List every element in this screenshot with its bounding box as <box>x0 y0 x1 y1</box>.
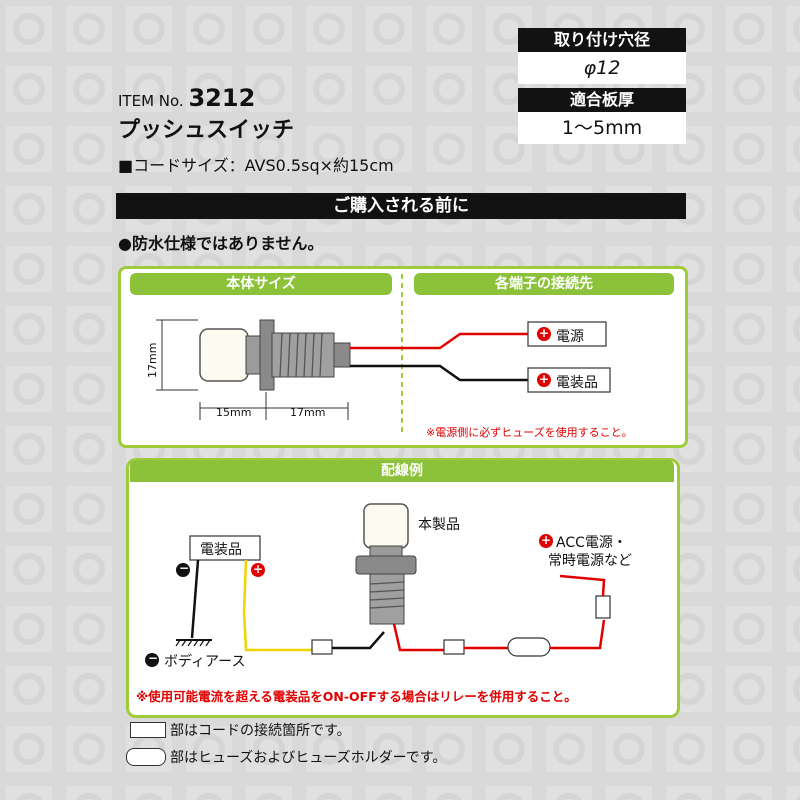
body-size-title: 本体サイズ <box>130 273 392 295</box>
head-width-label: 15mm <box>216 406 252 419</box>
plate-thickness-label: 適合板厚 <box>518 88 686 112</box>
ground-hatch <box>175 639 211 647</box>
acc-power-line2: 常時電源など <box>548 553 632 569</box>
dimension-lines <box>156 319 349 420</box>
device-terminal-box <box>527 367 611 393</box>
upper-red-wire <box>350 332 528 350</box>
fuse-legend-swatch <box>126 748 166 766</box>
device-positive-wire <box>242 559 312 652</box>
plate-thickness-value: 1〜5mm <box>518 112 686 144</box>
item-number-prefix: ITEM No. <box>118 92 184 110</box>
terminals-title: 各端子の接続先 <box>414 273 674 295</box>
before-purchase-header: ご購入される前に <box>116 193 686 219</box>
acc-plus-symbol: + <box>541 533 552 547</box>
wiring-plus-badge <box>251 563 265 577</box>
device-plus-symbol: + <box>539 372 550 386</box>
acc-plus-badge <box>539 534 553 548</box>
wiring-thread-lines <box>369 581 405 609</box>
item-number: ITEM No. 3212 <box>118 84 255 112</box>
body-earth-label: ボディアース <box>164 654 246 670</box>
item-number-value: 3212 <box>188 84 256 112</box>
wiring-title: 配線例 <box>130 460 674 482</box>
wiring-device-label: 電装品 <box>200 542 242 558</box>
wiring-switch-collar <box>369 545 403 557</box>
device-terminal-label: 電装品 <box>556 375 598 391</box>
upper-black-wire <box>350 364 528 382</box>
hole-diameter-label: 取り付け穴径 <box>518 28 686 52</box>
fuse-required-note: ※電源側に必ずヒューズを使用すること。 <box>426 426 633 439</box>
wiring-plus-symbol: + <box>253 562 264 576</box>
acc-power-line1: ACC電源・ <box>556 535 627 551</box>
power-plus-symbol: + <box>539 326 550 340</box>
wiring-minus-symbol: − <box>179 561 190 575</box>
hole-diameter-value: φ12 <box>518 52 686 84</box>
switch-red-lead <box>392 623 444 652</box>
connector-3 <box>595 595 611 619</box>
power-plus-badge <box>537 327 551 341</box>
body-width-label: 17mm <box>290 406 326 419</box>
connector-legend-text: 部はコードの接続箇所です。 <box>170 723 351 739</box>
wiring-product-label: 本製品 <box>418 517 460 533</box>
power-terminal-label: 電源 <box>556 329 584 345</box>
relay-warning: ※使用可能電流を超える電装品をON-OFFする場合はリレーを併用すること。 <box>136 689 577 704</box>
switch-illustration <box>199 319 351 391</box>
wiring-minus-badge <box>176 563 190 577</box>
thread-lines <box>279 332 323 378</box>
connector-legend-swatch <box>130 722 166 738</box>
wiring-device-box <box>189 535 261 561</box>
product-name: プッシュスイッチ <box>118 118 295 143</box>
switch-black-lead <box>332 631 385 650</box>
connector-1 <box>311 639 333 655</box>
earth-minus-badge <box>145 653 159 667</box>
wiring-switch-cap <box>363 503 409 549</box>
switch-rear <box>333 342 351 368</box>
power-source-wire <box>559 574 606 597</box>
device-plus-badge <box>537 373 551 387</box>
fuse-holder <box>507 637 551 657</box>
switch-threaded-body <box>271 332 335 378</box>
connector-2 <box>443 639 465 655</box>
earth-minus-symbol: − <box>148 651 159 665</box>
ground-wire <box>190 559 200 639</box>
fuse-output-wire <box>550 619 606 650</box>
wiring-switch-nut <box>355 555 417 575</box>
cord-size: ■コードサイズ：AVS0.5sq×約15cm <box>118 156 394 175</box>
fuse-legend-text: 部はヒューズおよびヒューズホルダーです。 <box>170 750 447 766</box>
waterproof-note: ●防水仕様ではありません。 <box>118 234 324 253</box>
